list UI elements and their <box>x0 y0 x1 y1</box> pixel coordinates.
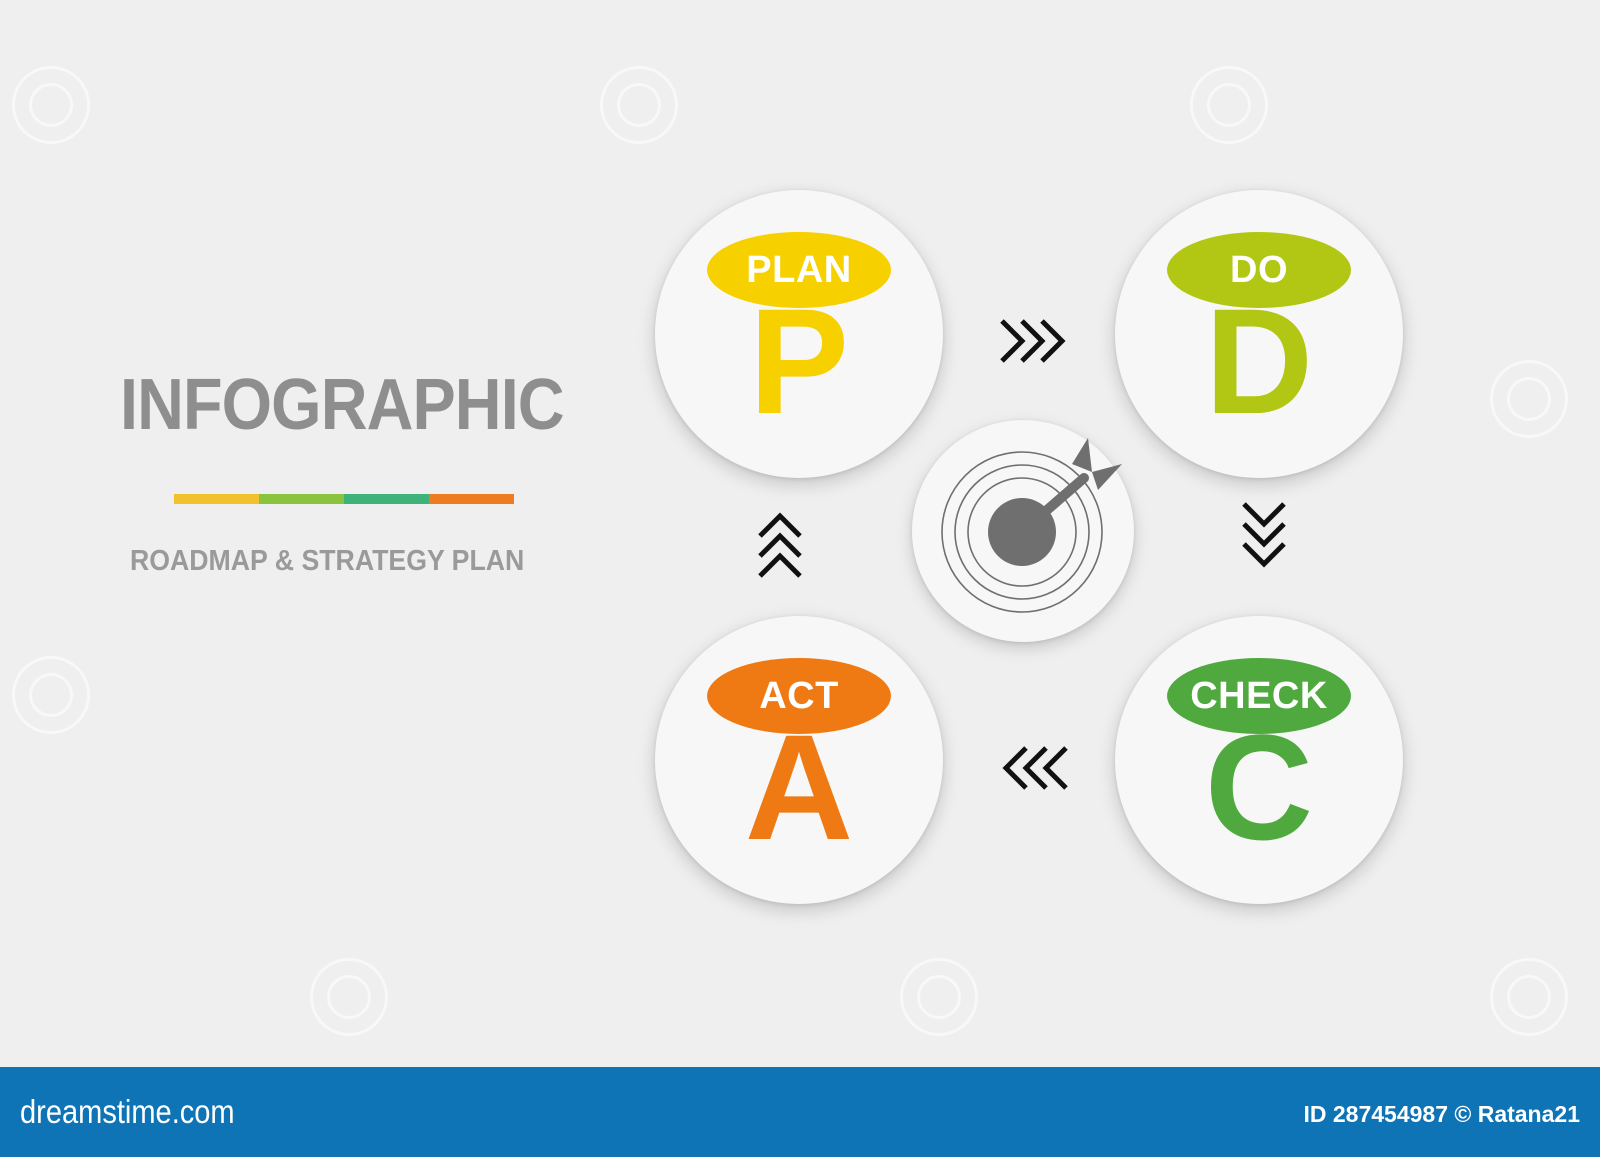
footer-bar: dreamstime.com ID 287454987 © Ratana21 <box>0 1067 1600 1157</box>
accent-segment <box>259 494 344 504</box>
step-plan-letter: P <box>748 277 850 445</box>
step-act-letter: A <box>744 703 854 871</box>
footer-site-name[interactable]: dreamstime.com <box>20 1093 235 1130</box>
accent-segment <box>174 494 259 504</box>
arrow-left-chevrons-icon <box>996 740 1072 796</box>
title-accent-bar <box>174 494 514 504</box>
step-act-card: ACT A <box>655 616 943 904</box>
target-dart-icon <box>941 438 1122 613</box>
step-check-card: CHECK C <box>1115 616 1403 904</box>
step-plan-label: PLAN <box>707 232 891 308</box>
watermark-logo-icon <box>1490 958 1568 1036</box>
step-act-label: ACT <box>707 658 891 734</box>
watermark-logo-icon <box>1490 360 1568 438</box>
step-check-label: CHECK <box>1167 658 1351 734</box>
accent-segment <box>429 494 514 504</box>
arrow-up-chevrons-icon <box>752 506 808 582</box>
watermark-logo-icon <box>1190 66 1268 144</box>
step-do-label: DO <box>1167 232 1351 308</box>
watermark-logo-icon <box>310 958 388 1036</box>
infographic-canvas: INFOGRAPHIC ROADMAP & STRATEGY PLAN PLAN… <box>12 66 1568 1036</box>
watermark-logo-icon <box>600 66 678 144</box>
step-do-letter: D <box>1204 277 1314 445</box>
page-subtitle: ROADMAP & STRATEGY PLAN <box>130 545 525 577</box>
watermark-logo-icon <box>12 656 90 734</box>
step-plan-card: PLAN P <box>655 190 943 478</box>
page-title: INFOGRAPHIC <box>120 365 565 445</box>
watermark-logo-icon <box>12 66 90 144</box>
footer-image-id: ID 287454987 © Ratana21 <box>1303 1101 1580 1127</box>
arrow-right-chevrons-icon <box>996 313 1072 369</box>
accent-segment <box>344 494 429 504</box>
center-target-card <box>912 420 1134 642</box>
step-do-card: DO D <box>1115 190 1403 478</box>
arrow-down-chevrons-icon <box>1236 498 1292 574</box>
step-check-letter: C <box>1204 703 1314 871</box>
watermark-logo-icon <box>900 958 978 1036</box>
